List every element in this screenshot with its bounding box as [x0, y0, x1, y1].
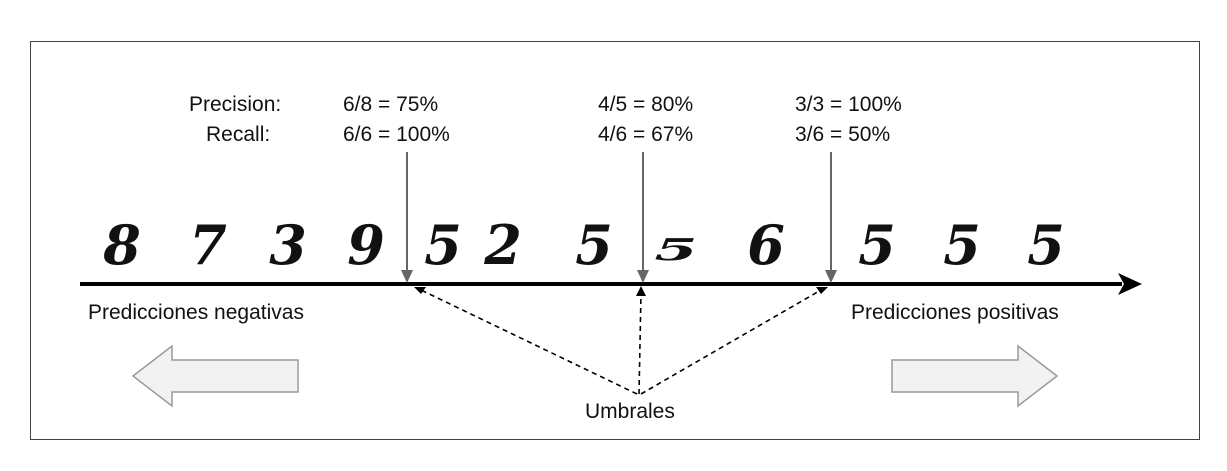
threshold-line-3: [825, 152, 837, 283]
axis-arrowhead: [1118, 273, 1142, 295]
digit-10: 5: [858, 213, 896, 277]
digit-1: 8: [102, 213, 141, 277]
threshold-2-precision: 4/5 = 80%: [598, 93, 694, 116]
digit-2: 7: [189, 213, 227, 277]
right-arrow-icon: [891, 344, 1059, 408]
digit-9: 6: [747, 213, 785, 277]
pointer-head-3: [816, 287, 828, 294]
threshold-1-precision: 6/8 = 75%: [343, 93, 439, 116]
digit-12: 5: [1027, 213, 1065, 277]
digit-6: 2: [483, 213, 522, 277]
threshold-line-2: [637, 152, 649, 283]
recall-label: Recall:: [206, 123, 271, 146]
left-arrow-icon: [131, 344, 299, 408]
pointer-head-1: [414, 287, 426, 294]
digit-3: 3: [269, 213, 307, 277]
pointer-head-2: [636, 286, 646, 296]
threshold-line-1: [401, 152, 413, 283]
digit-11: 5: [943, 213, 981, 277]
threshold-pointers: [420, 289, 822, 395]
threshold-2-recall: 4/6 = 67%: [598, 123, 694, 146]
threshold-3-recall: 3/6 = 50%: [795, 123, 891, 146]
digit-8: 5: [654, 232, 697, 267]
threshold-3-precision: 3/3 = 100%: [795, 93, 902, 116]
positive-predictions-label: Predicciones positivas: [851, 301, 1059, 324]
precision-label: Precision:: [189, 93, 282, 116]
thresholds-label: Umbrales: [585, 400, 675, 423]
digit-4: 9: [347, 213, 385, 277]
negative-predictions-label: Predicciones negativas: [88, 301, 304, 324]
threshold-1-recall: 6/6 = 100%: [343, 123, 450, 146]
digit-5: 5: [424, 213, 462, 277]
digit-7: 5: [575, 213, 613, 277]
